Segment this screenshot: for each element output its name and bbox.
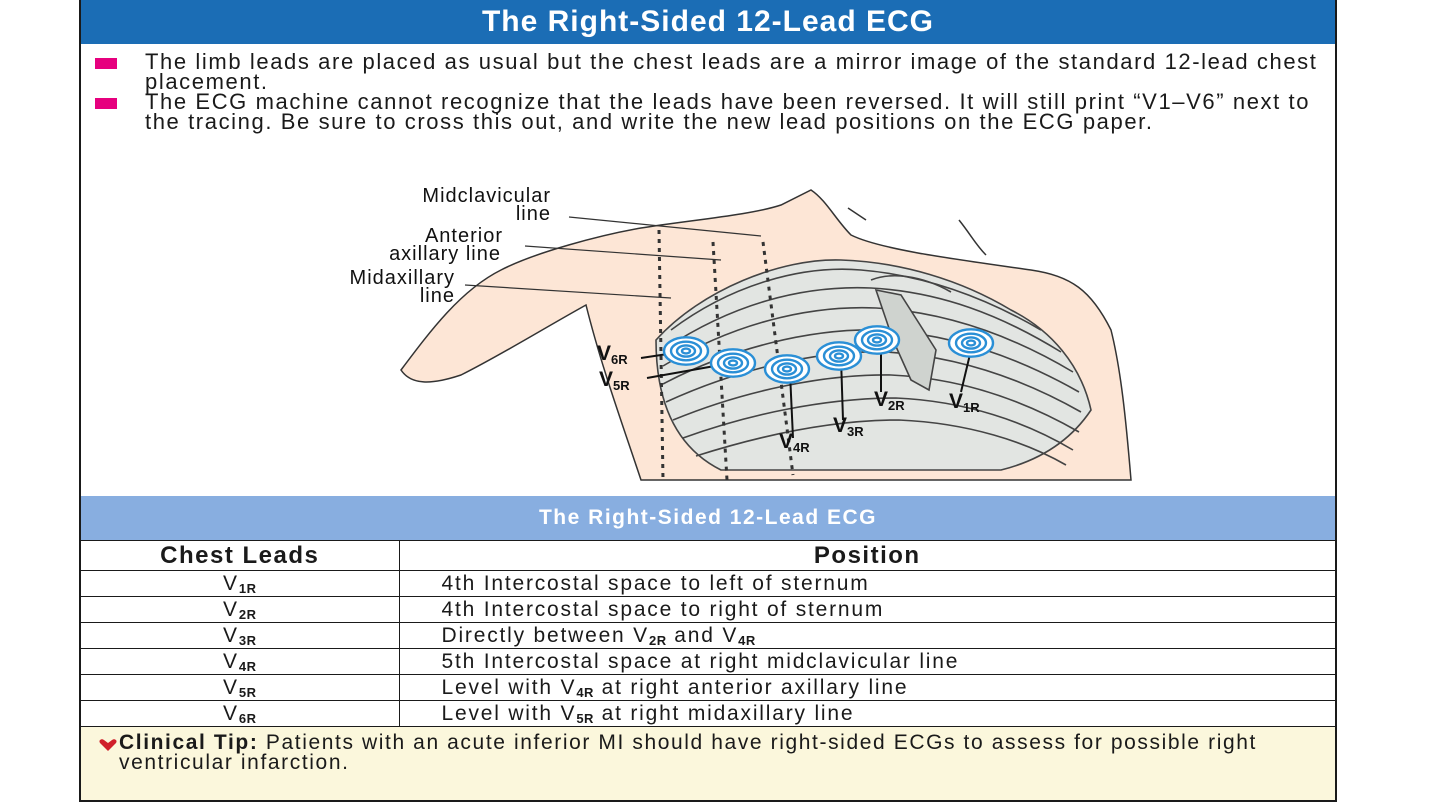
chest-lead-cell: V4R <box>81 648 400 675</box>
position-cell: 4th Intercostal space to right of sternu… <box>398 596 1335 623</box>
heart-icon <box>99 739 117 751</box>
bullet-square-icon <box>95 98 117 109</box>
bullet-list: The limb leads are placed as usual but t… <box>93 49 1323 134</box>
electrode-v4r <box>763 354 811 384</box>
electrode-v6r <box>662 336 710 366</box>
chest-diagram: Midclavicular line Anterior axillary lin… <box>350 185 1132 481</box>
table-caption: The Right-Sided 12-Lead ECG <box>81 496 1335 540</box>
label-midclavicular-line: line <box>516 203 551 225</box>
chest-lead-cell: V5R <box>81 674 400 701</box>
electrodes <box>662 325 995 384</box>
electrode-v3r <box>815 341 863 371</box>
chest-lead-cell: V2R <box>81 596 400 623</box>
lead-label-v2r: V2R <box>874 388 905 413</box>
electrode-v5r <box>709 348 757 378</box>
clinical-tip-text: Patients with an acute inferior MI shoul… <box>119 731 1257 774</box>
label-anterior-axillary-line: axillary line <box>389 243 501 265</box>
bullet-text: The ECG machine cannot recognize that th… <box>145 89 1311 134</box>
lead-label-v1r: V1R <box>949 390 980 415</box>
chest-lead-cell: V6R <box>81 700 400 727</box>
lead-label-v4r: V4R <box>779 430 810 455</box>
chest-lead-cell: V3R <box>81 622 400 649</box>
table-header-row: Chest Leads Position <box>81 540 1335 571</box>
rib-cage <box>655 259 1092 471</box>
electrode-v1r <box>947 328 995 358</box>
bullet-item: The ECG machine cannot recognize that th… <box>93 89 1323 134</box>
lead-label-v6r: V6R <box>597 342 628 367</box>
lead-label-v3r: V3R <box>833 414 864 439</box>
label-midaxillary-line: line <box>420 285 455 307</box>
electrode-v2r <box>853 325 901 355</box>
position-cell: Level with V5R at right midaxillary line <box>398 700 1335 727</box>
header-chest-leads: Chest Leads <box>81 540 400 571</box>
label-midclavicular: Midclavicular <box>422 185 551 207</box>
clinical-tip-label: Clinical Tip: <box>119 731 259 754</box>
header-position: Position <box>398 540 1335 571</box>
lead-label-v5r: V5R <box>599 368 630 393</box>
position-cell: Directly between V2R and V4R <box>398 622 1335 649</box>
position-cell: Level with V4R at right anterior axillar… <box>398 674 1335 701</box>
position-cell: 5th Intercostal space at right midclavic… <box>398 648 1335 675</box>
bullet-item: The limb leads are placed as usual but t… <box>93 49 1323 94</box>
chest-lead-cell: V1R <box>81 570 400 597</box>
clinical-tip: Clinical Tip: Patients with an acute inf… <box>81 727 1335 800</box>
bullet-text: The limb leads are placed as usual but t… <box>145 49 1318 94</box>
slide-title: The Right-Sided 12-Lead ECG <box>81 0 1335 44</box>
position-cell: 4th Intercostal space to left of sternum <box>398 570 1335 597</box>
slide: The Right-Sided 12-Lead ECG The limb lea… <box>79 0 1337 802</box>
label-anterior: Anterior <box>425 225 503 247</box>
bullet-square-icon <box>95 58 117 69</box>
label-midaxillary: Midaxillary <box>350 267 455 289</box>
